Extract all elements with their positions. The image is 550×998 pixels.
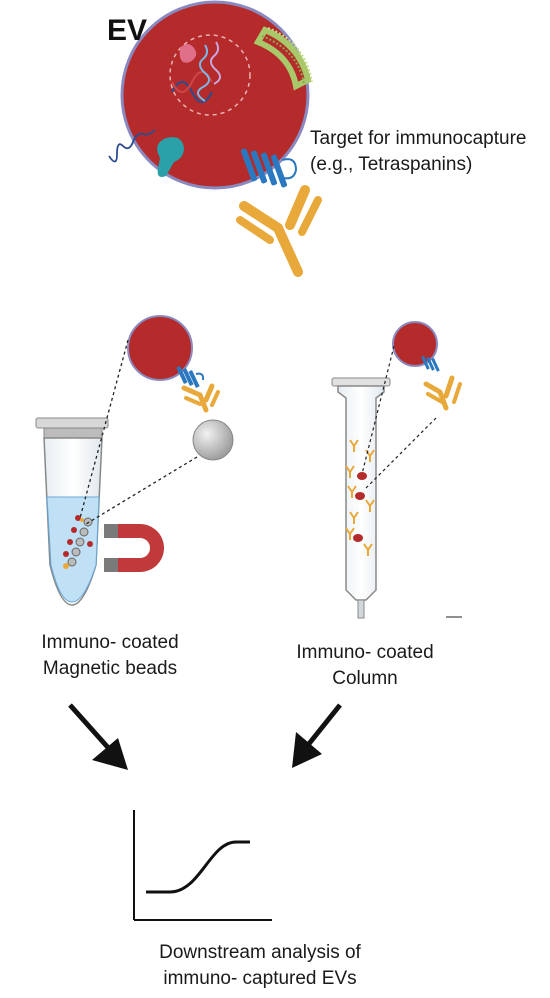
tetraspanin-small-icon	[176, 365, 205, 389]
magnetic-bead	[192, 419, 234, 461]
captured-beads	[63, 515, 93, 569]
column-rim	[331, 377, 391, 387]
rna-strand-2	[210, 41, 221, 85]
antibody-small-icon-right	[423, 375, 462, 411]
membrane-protein	[157, 137, 184, 177]
beads-line-2: Magnetic beads	[42, 658, 178, 679]
beads-caption: Immuno- coated Magnetic beads	[0, 630, 220, 682]
target-line-1: Target for immunocapture	[310, 128, 527, 149]
tetraspanin-small-icon-right	[421, 355, 440, 372]
rna-strand	[197, 44, 210, 102]
analysis-graph-icon	[133, 810, 272, 921]
membrane-protein-tail	[108, 129, 156, 163]
cargo-region	[169, 34, 251, 116]
target-line-2: (e.g., Tetraspanins)	[310, 154, 473, 175]
column-tip	[357, 599, 365, 619]
sigmoid-curve	[146, 840, 250, 894]
column-line-1: Immuno- coated	[296, 642, 434, 663]
tetraspanin-icon	[240, 148, 298, 188]
ev-zoom-left	[127, 315, 193, 381]
column-line-2: Column	[332, 668, 398, 689]
analysis-line-2: immuno- captured EVs	[163, 968, 357, 989]
ev-label: EV	[107, 14, 148, 47]
antibody-icon	[236, 185, 322, 277]
magnetic-beads-setup	[35, 315, 234, 606]
dna-strand	[171, 81, 213, 103]
magnet-icon	[104, 524, 164, 572]
target-caption: Target for immunocapture (e.g., Tetraspa…	[310, 126, 527, 178]
antibody-small-icon	[181, 383, 220, 413]
ev-zoom-right	[392, 321, 438, 367]
column-captured-evs	[345, 439, 375, 557]
column-caption: Immuno- coated Column	[255, 640, 475, 692]
analysis-line-1: Downstream analysis of	[159, 942, 361, 963]
arrow-left	[68, 703, 128, 770]
protein-cargo	[179, 44, 197, 63]
lipid-raft	[253, 26, 313, 91]
tube-cap	[35, 417, 109, 429]
ev-vesicle	[108, 0, 313, 190]
arrow-right	[292, 703, 342, 768]
beads-line-1: Immuno- coated	[41, 632, 179, 653]
analysis-caption: Downstream analysis of immuno- captured …	[95, 940, 425, 992]
column-setup	[331, 321, 462, 619]
